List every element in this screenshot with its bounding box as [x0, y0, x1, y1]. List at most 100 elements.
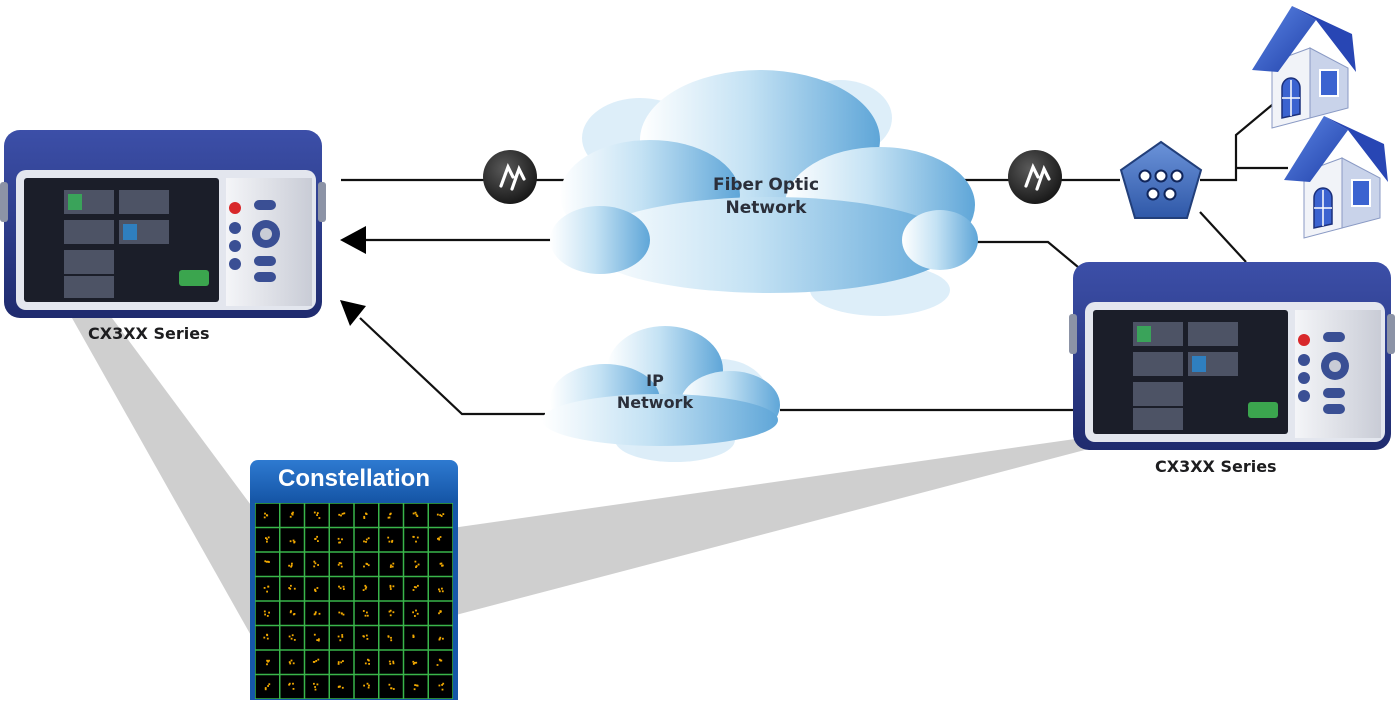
- constellation-point: [292, 613, 295, 616]
- constellation-point: [441, 564, 444, 567]
- constellation-point: [368, 684, 370, 687]
- constellation-point: [439, 562, 442, 565]
- constellation-point: [268, 683, 271, 686]
- constellation-point: [391, 541, 393, 543]
- constellation-point: [288, 683, 290, 686]
- constellation-point: [337, 663, 340, 665]
- constellation-point: [438, 612, 440, 615]
- ip-line-left: [359, 317, 545, 416]
- constellation-point: [337, 537, 340, 540]
- constellation-point: [389, 588, 392, 590]
- constellation-point: [368, 659, 370, 662]
- constellation-point: [288, 587, 291, 589]
- constellation-point: [389, 609, 392, 612]
- constellation-point: [340, 565, 343, 568]
- constellation-point: [392, 585, 395, 588]
- constellation-point: [313, 682, 315, 685]
- constellation-point: [412, 589, 415, 591]
- constellation-point: [436, 513, 439, 516]
- constellation-title: Constellation: [250, 460, 458, 500]
- constellation-point: [366, 611, 368, 614]
- constellation-point: [264, 512, 266, 515]
- zoom-wedge-left: [72, 318, 262, 655]
- constellation-point: [342, 585, 345, 588]
- constellation-point: [264, 687, 267, 689]
- constellation-point: [365, 538, 368, 541]
- constellation-point: [266, 663, 268, 666]
- constellation-point: [442, 682, 445, 685]
- constellation-point: [288, 682, 291, 685]
- constellation-point: [440, 659, 443, 662]
- constellation-point: [267, 685, 269, 687]
- constellation-point: [416, 684, 419, 687]
- constellation-point: [314, 562, 317, 565]
- constellation-point: [392, 660, 395, 663]
- constellation-point: [263, 516, 266, 519]
- constellation-point: [416, 515, 419, 517]
- constellation-point: [392, 562, 395, 565]
- constellation-point: [337, 661, 340, 663]
- constellation-point: [290, 565, 292, 568]
- constellation-point: [367, 686, 370, 689]
- constellation-point: [412, 512, 415, 515]
- constellation-point: [289, 540, 292, 543]
- constellation-point: [390, 639, 393, 642]
- constellation-point: [363, 565, 365, 568]
- constellation-point: [293, 540, 296, 543]
- cx3xx-device-right: [1069, 262, 1395, 450]
- fiber-optic-cloud-label: Fiber Optic Network: [676, 174, 856, 220]
- constellation-point: [318, 638, 320, 641]
- drop-line-house-1: [1200, 84, 1297, 182]
- constellation-point: [267, 585, 270, 588]
- constellation-point: [363, 635, 365, 638]
- arrowhead-ip-return: [340, 300, 366, 326]
- constellation-point: [291, 634, 294, 637]
- house-icon-bottom: [1284, 116, 1388, 239]
- constellation-point: [367, 537, 370, 540]
- constellation-point: [337, 686, 340, 688]
- constellation-point: [364, 587, 367, 590]
- constellation-point: [266, 615, 269, 617]
- constellation-point: [338, 585, 340, 588]
- constellation-point: [368, 663, 370, 665]
- constellation-point: [340, 562, 343, 565]
- constellation-point: [313, 633, 316, 636]
- constellation-point: [317, 639, 320, 642]
- constellation-point: [343, 588, 345, 590]
- amplifier-icon-left: [483, 150, 537, 204]
- constellation-point: [339, 541, 341, 544]
- constellation-point: [416, 536, 419, 539]
- constellation-point: [312, 661, 315, 663]
- constellation-point: [442, 637, 444, 640]
- constellation-point: [415, 566, 417, 568]
- constellation-point: [292, 539, 295, 542]
- constellation-point: [292, 688, 295, 690]
- constellation-point: [340, 612, 343, 615]
- constellation-point: [291, 562, 293, 565]
- constellation-point: [341, 636, 344, 638]
- constellation-point: [289, 515, 292, 518]
- constellation-point: [265, 537, 267, 539]
- constellation-point: [390, 564, 392, 567]
- constellation-point: [392, 688, 395, 690]
- constellation-point: [365, 634, 368, 637]
- constellation-point: [392, 662, 395, 665]
- constellation-point: [340, 661, 343, 664]
- constellation-point: [439, 636, 442, 639]
- constellation-point: [266, 540, 268, 543]
- constellation-point: [290, 659, 293, 662]
- constellation-point: [338, 562, 341, 564]
- constellation-point: [438, 638, 441, 640]
- constellation-point: [412, 535, 415, 538]
- constellation-point: [388, 516, 391, 519]
- amplifier-icon-right: [1008, 150, 1062, 204]
- constellation-point: [414, 560, 417, 563]
- constellation-point: [314, 538, 316, 540]
- constellation-point: [318, 517, 321, 519]
- constellation-point: [341, 538, 343, 541]
- constellation-point: [415, 565, 418, 567]
- constellation-point: [362, 610, 365, 612]
- constellation-point: [293, 587, 296, 590]
- constellation-point: [388, 683, 391, 686]
- ip-network-cloud-label: IP Network: [605, 370, 705, 413]
